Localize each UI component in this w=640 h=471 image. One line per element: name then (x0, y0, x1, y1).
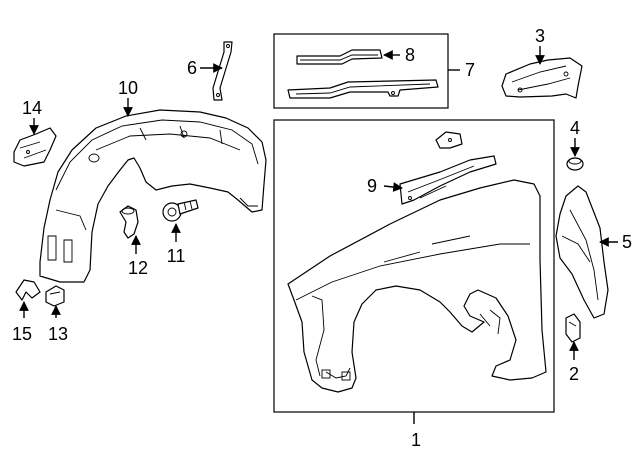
label-9: 9 (367, 176, 377, 196)
callout-box-7 (273, 33, 449, 109)
part-2-clip (565, 313, 581, 343)
label-11: 11 (167, 246, 186, 266)
part-10-liner (39, 109, 267, 283)
label-12: 12 (128, 258, 148, 278)
leader-lines (19, 46, 618, 424)
part-14-bracket (13, 127, 57, 167)
part-12-pushpin (119, 205, 139, 239)
part-13-nut (45, 285, 65, 307)
part-3-bracket (501, 57, 583, 99)
part-15-clip (15, 279, 41, 301)
part-8-reinforcement (296, 49, 383, 65)
label-7: 7 (465, 60, 475, 80)
label-10: 10 (118, 78, 138, 98)
part-11-bolt (162, 199, 199, 222)
part-6-rod (212, 41, 233, 101)
label-13: 13 (48, 324, 68, 344)
label-14: 14 (22, 98, 42, 118)
label-5: 5 (622, 232, 632, 252)
label-8: 8 (405, 45, 415, 65)
label-15: 15 (12, 324, 32, 344)
label-6: 6 (187, 58, 197, 78)
label-3: 3 (535, 26, 545, 46)
part-9-bracket (399, 131, 497, 205)
part-4-plug (566, 157, 584, 171)
part-7-rail (287, 79, 439, 99)
part-1-fender (287, 179, 547, 393)
part-5-bracket (555, 185, 609, 319)
label-2: 2 (569, 364, 579, 384)
callout-labels: 1 2 3 4 5 6 7 8 9 10 11 12 13 14 15 (12, 26, 632, 450)
leader-9 (383, 182, 403, 192)
label-4: 4 (570, 118, 580, 138)
label-1: 1 (411, 430, 421, 450)
